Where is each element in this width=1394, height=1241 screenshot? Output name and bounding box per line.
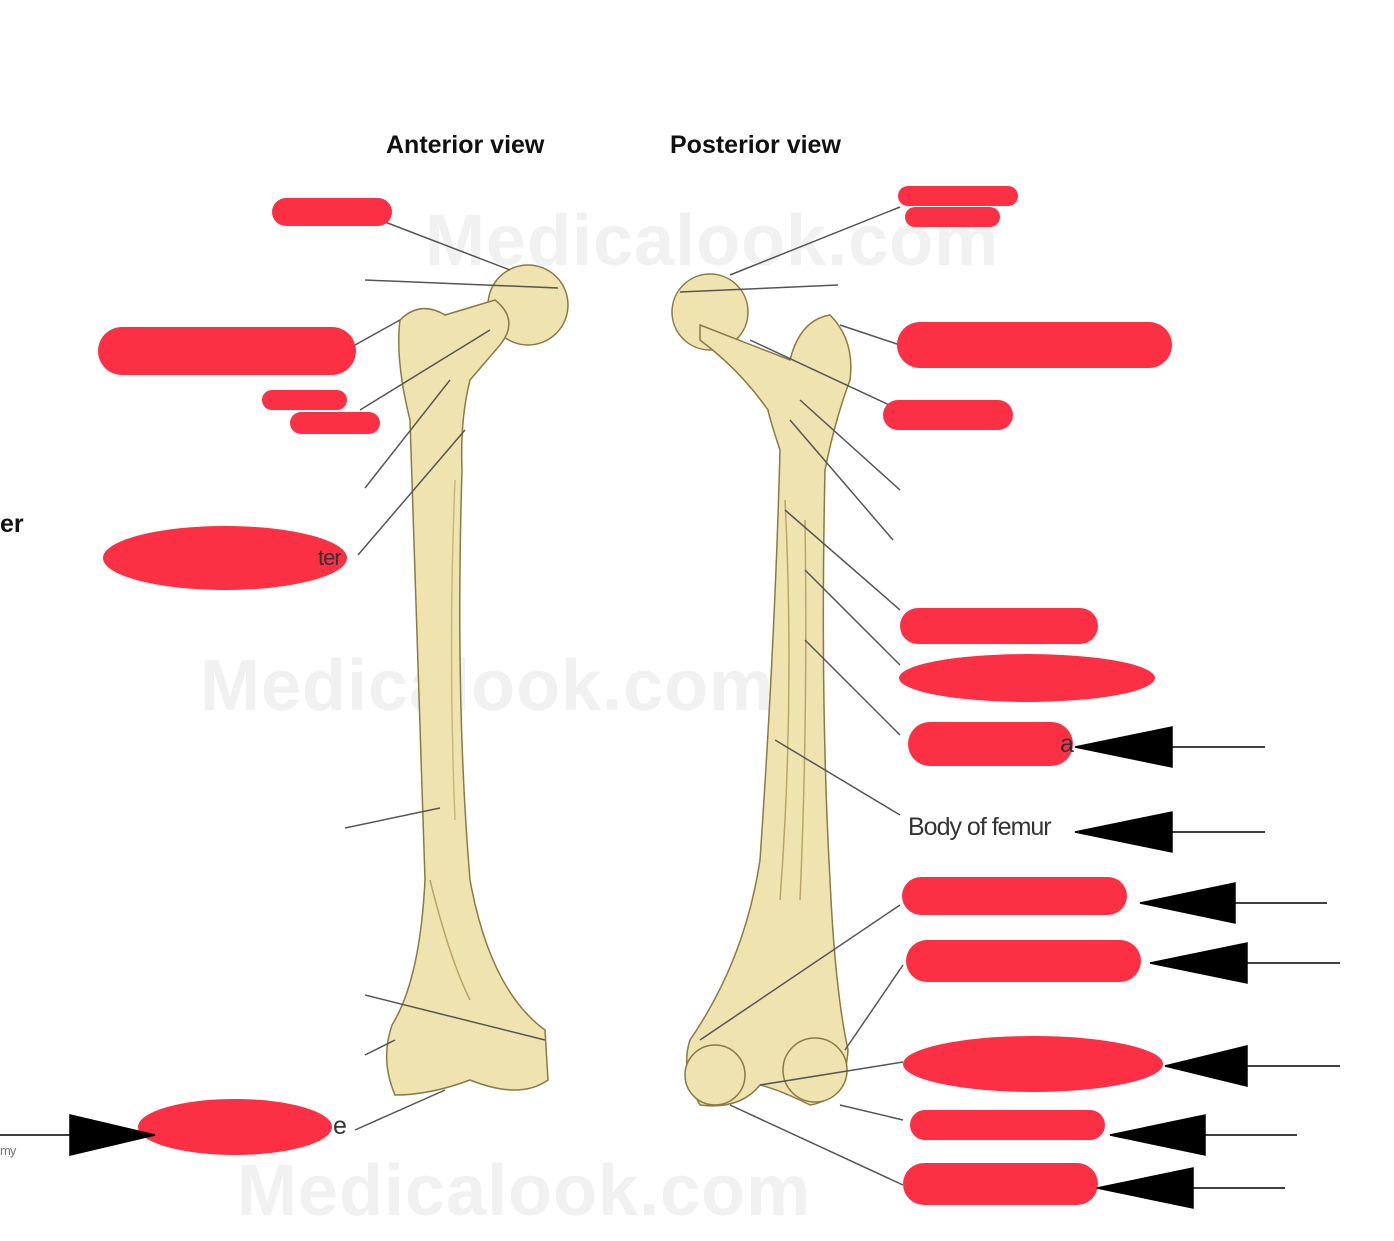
left-edge-fragment: er bbox=[0, 510, 24, 538]
arrow-icon bbox=[1109, 1114, 1297, 1156]
posterior-fragment-a: a bbox=[1060, 730, 1074, 758]
watermark-bottom: Medicalook.com bbox=[237, 1151, 812, 1231]
anterior-bottom-fragment: e bbox=[333, 1112, 347, 1140]
leader-lines bbox=[344, 206, 904, 1186]
arrow-icon bbox=[1096, 1167, 1285, 1209]
anterior-view-title: Anterior view bbox=[386, 131, 545, 159]
anterior-fragment-ter: ter bbox=[318, 545, 342, 570]
anterior-femur-illustration bbox=[385, 264, 569, 1096]
posterior-view-title: Posterior view bbox=[670, 131, 841, 159]
watermark-middle: Medicalook.com bbox=[200, 646, 775, 726]
body-of-femur-label: Body of femur bbox=[908, 813, 1052, 841]
arrow-icon bbox=[1164, 1045, 1340, 1087]
arrow-icon bbox=[1074, 726, 1265, 768]
corner-fragment: my bbox=[0, 1143, 16, 1158]
posterior-femur-illustration bbox=[671, 273, 852, 1107]
redaction-marks bbox=[98, 186, 1172, 1205]
pointer-arrows bbox=[0, 726, 1340, 1209]
arrow-icon bbox=[1139, 882, 1327, 924]
arrow-icon bbox=[1074, 811, 1265, 853]
arrow-icon bbox=[0, 1114, 156, 1156]
arrow-icon bbox=[1149, 942, 1340, 984]
